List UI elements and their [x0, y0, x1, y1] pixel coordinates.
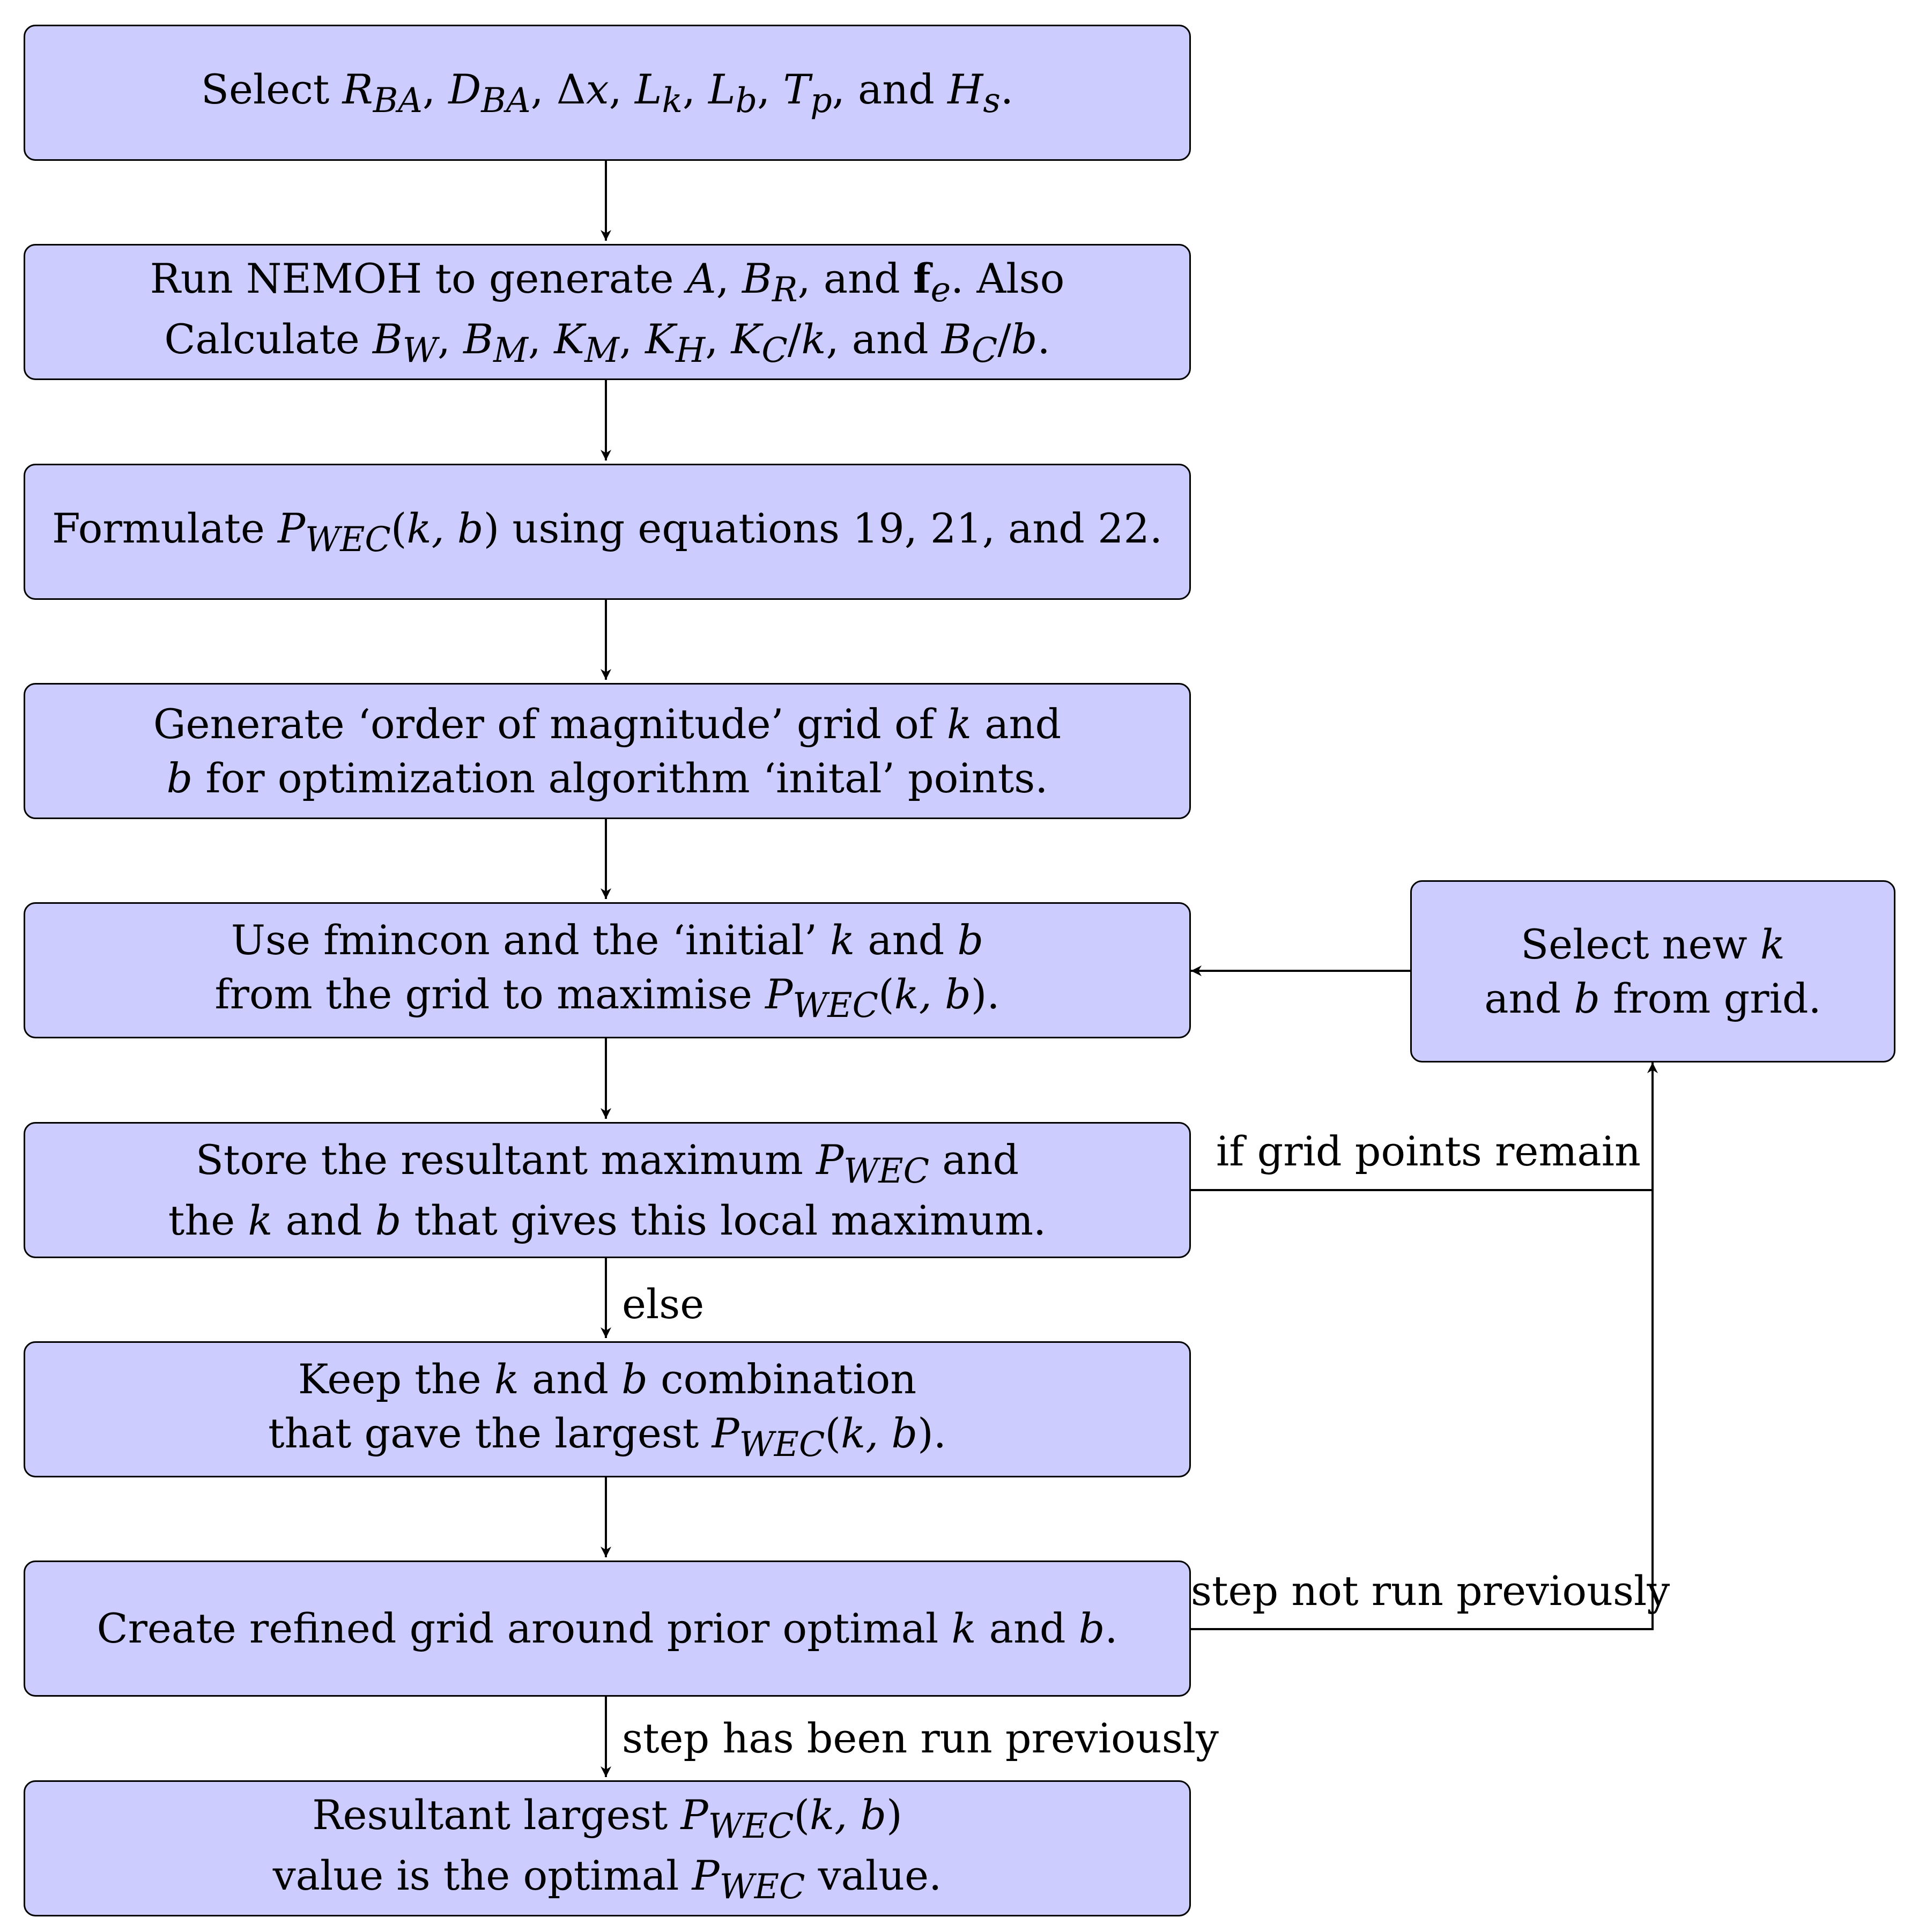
step-text-line-1: Resultant largest PWEC(k, b) [312, 1790, 902, 1846]
step-select-new-kb: Select new k and b from grid. [1410, 880, 1895, 1062]
label-grid-points-remain: if grid points remain [1216, 1127, 1641, 1175]
step-text-line-1: Use fmincon and the ‘initial’ k and b [231, 916, 984, 964]
step-refine-grid: Create refined grid around prior optimal… [24, 1561, 1191, 1697]
step-text-line-1: Generate ‘order of magnitude’ grid of k … [153, 700, 1062, 748]
step-text-line-1: Store the resultant maximum PWEC and [195, 1135, 1019, 1191]
side-text-line-1: Select new k [1521, 920, 1785, 968]
step-text-line-1: Run NEMOH to generate A, BR, and fe. Als… [150, 254, 1065, 309]
line-step8-to-loop [1191, 1190, 1654, 1630]
step-result: Resultant largest PWEC(k, b) value is th… [24, 1780, 1191, 1916]
step-text-line-2: the k and b that gives this local maximu… [168, 1197, 1047, 1245]
step-fmincon: Use fmincon and the ‘initial’ k and b fr… [24, 902, 1191, 1038]
label-step-has-run: step has been run previously [622, 1714, 1219, 1762]
step-text: Formulate PWEC(k, b) using equations 19,… [52, 504, 1162, 560]
step-text: Select RBA, DBA, Δx, Lk, Lb, Tp, and Hs. [201, 65, 1014, 121]
step-formulate: Formulate PWEC(k, b) using equations 19,… [24, 464, 1191, 600]
step-text-line-2: b for optimization algorithm ‘inital’ po… [166, 754, 1048, 802]
step-keep-largest: Keep the k and b combination that gave t… [24, 1341, 1191, 1477]
label-step-not-run: step not run previously [1191, 1567, 1670, 1615]
step-text-line-1: Keep the k and b combination [298, 1355, 917, 1403]
step-text: Create refined grid around prior optimal… [97, 1604, 1118, 1653]
step-text-line-2: from the grid to maximise PWEC(k, b). [214, 970, 1000, 1026]
step-text-line-2: that gave the largest PWEC(k, b). [268, 1409, 946, 1465]
step-text-line-2: value is the optimal PWEC value. [272, 1852, 942, 1907]
step-store-maximum: Store the resultant maximum PWEC and the… [24, 1122, 1191, 1258]
label-else: else [622, 1280, 705, 1328]
step-select-parameters: Select RBA, DBA, Δx, Lk, Lb, Tp, and Hs. [24, 25, 1191, 161]
select-label: Select [201, 65, 343, 114]
side-text-line-2: and b from grid. [1484, 975, 1821, 1022]
step-text-line-2: Calculate BW, BM, KM, KH, KC/k, and BC/b… [164, 315, 1050, 370]
step-generate-grid: Generate ‘order of magnitude’ grid of k … [24, 683, 1191, 819]
step-run-nemoh: Run NEMOH to generate A, BR, and fe. Als… [24, 244, 1191, 380]
